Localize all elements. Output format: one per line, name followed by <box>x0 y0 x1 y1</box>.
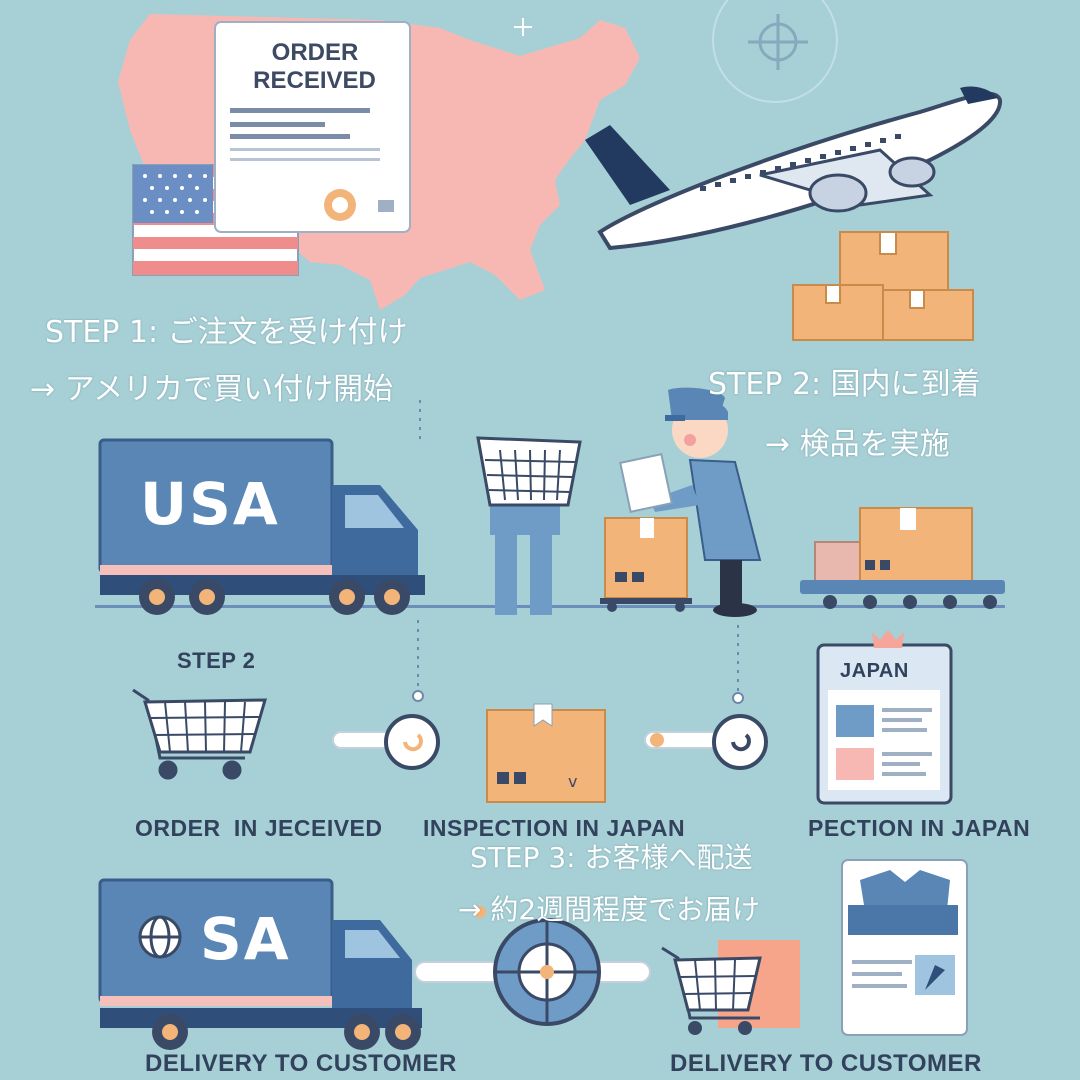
step2-line2: → 検品を実施 <box>765 427 950 462</box>
connector-node-left <box>332 714 440 770</box>
document-title-line1: ORDER <box>271 39 359 66</box>
step3-line2: → 約2週間程度でお届け <box>458 893 761 926</box>
truck-label-bottom: SA <box>200 905 291 973</box>
truck-label-top: USA <box>140 470 280 538</box>
step1-line2: → アメリカで買い付け開始 <box>30 372 394 407</box>
truck-icon <box>98 438 425 615</box>
worker-icon <box>619 387 762 617</box>
box-cart-icon <box>600 517 692 612</box>
middle-label-right: PECTION IN JAPAN <box>808 815 1031 841</box>
clipboard-title: JAPAN <box>840 660 909 682</box>
middle-label-left: ORDER IN JECEIVED <box>135 815 383 841</box>
bottom-label-right: DELIVERY TO CUSTOMER <box>670 1050 982 1077</box>
connector-node-right <box>644 714 768 770</box>
truck-icon-bottom <box>98 878 422 1050</box>
step3-line1: STEP 3: お客様へ配送 <box>470 841 753 874</box>
connector-dotted <box>417 400 739 695</box>
airplane-icon <box>585 86 1003 251</box>
middle-step-label: STEP 2 <box>177 648 256 673</box>
document-title-line2: RECEIVED <box>253 67 376 94</box>
middle-label-center: INSPECTION IN JAPAN <box>423 815 686 841</box>
box-stack-icon <box>792 231 974 341</box>
clipboard-icon <box>816 630 953 805</box>
step2-line1: STEP 2: 国内に到着 <box>708 367 981 402</box>
svg-text:v: v <box>568 772 577 791</box>
target-icon <box>414 906 651 1026</box>
cart-person-icon <box>476 436 582 615</box>
bottom-label-left: DELIVERY TO CUSTOMER <box>145 1050 457 1077</box>
conveyor-box-icon <box>800 507 1005 609</box>
globe-icon <box>138 915 182 959</box>
faint-target-icon <box>712 0 838 103</box>
box-icon: v <box>486 703 606 803</box>
sparkle-icon <box>514 18 532 36</box>
shirt-icon <box>841 859 968 1036</box>
cart-icon <box>132 688 268 780</box>
document-icon <box>214 21 411 233</box>
step1-line1: STEP 1: ご注文を受け付け <box>45 315 408 350</box>
cart-box-icon <box>661 940 800 1035</box>
